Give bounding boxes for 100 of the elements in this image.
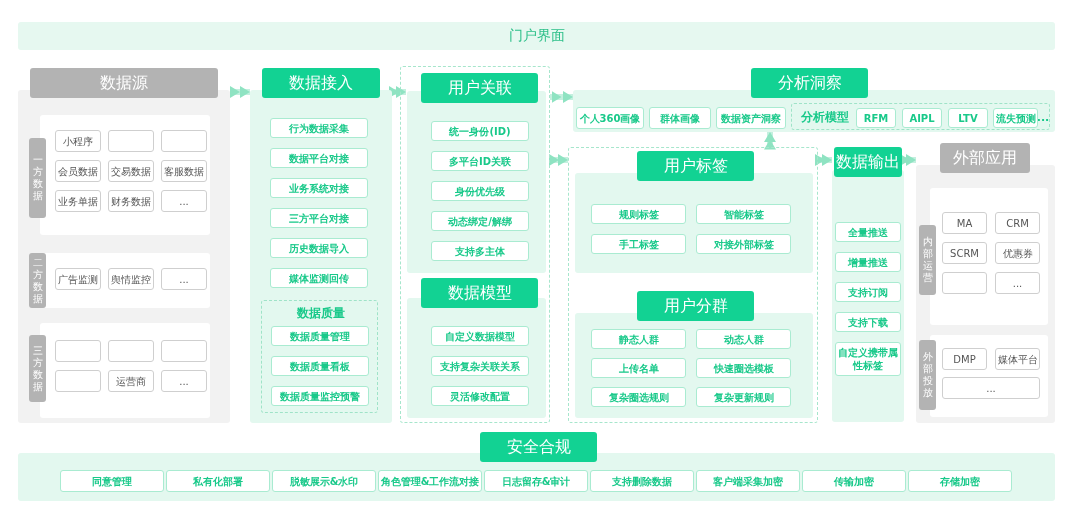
source-box: 舆情监控: [108, 268, 154, 290]
feature-box: 全量推送: [835, 222, 901, 242]
feature-box: 快速圈选模板: [696, 358, 791, 378]
source-box: [108, 340, 154, 362]
dashed-frame: [400, 66, 550, 423]
panel-heading: 外部应用: [940, 143, 1030, 173]
source-box: MA: [942, 212, 987, 234]
panel-heading: 安全合规: [480, 432, 597, 462]
group-heading: 分析模型: [800, 108, 850, 126]
source-box: [55, 370, 101, 392]
source-box: 业务单据: [55, 190, 101, 212]
side-label: 三方数据: [29, 335, 46, 402]
source-box: DMP: [942, 348, 987, 370]
source-box: ...: [161, 190, 207, 212]
feature-box: 同意管理: [60, 470, 164, 492]
portal-band: 门户界面: [18, 22, 1055, 50]
feature-box: 数据质量看板: [271, 356, 369, 376]
feature-box: 多平台ID关联: [431, 151, 529, 171]
flow-arrow: [230, 86, 250, 98]
dashed-frame: [568, 147, 818, 423]
feature-box: 规则标签: [591, 204, 686, 224]
feature-box: 个人360画像: [576, 107, 644, 129]
dashed-group: [261, 300, 378, 413]
feature-box: 支持订阅: [835, 282, 901, 302]
feature-box: 业务系统对接: [270, 178, 368, 198]
source-box: 运营商: [108, 370, 154, 392]
feature-box: 静态人群: [591, 329, 686, 349]
feature-box: 角色管理&工作流对接: [378, 470, 482, 492]
source-box: [161, 130, 207, 152]
source-box: ...: [942, 377, 1040, 399]
source-box: 客服数据: [161, 160, 207, 182]
feature-box: 媒体监测回传: [270, 268, 368, 288]
flow-arrow: [903, 154, 916, 166]
feature-box: 手工标签: [591, 234, 686, 254]
feature-box: 三方平台对接: [270, 208, 368, 228]
source-box: 交易数据: [108, 160, 154, 182]
source-box: 会员数据: [55, 160, 101, 182]
feature-box: RFM: [856, 108, 896, 128]
feature-box: 私有化部署: [166, 470, 270, 492]
source-box: [161, 340, 207, 362]
feature-box: 数据平台对接: [270, 148, 368, 168]
feature-box: 支持下载: [835, 312, 901, 332]
source-box: 优惠券: [995, 242, 1040, 264]
feature-box: 复杂圈选规则: [591, 387, 686, 407]
feature-box: 历史数据导入: [270, 238, 368, 258]
dashed-group: [791, 103, 1050, 130]
panel-heading: 数据输出: [834, 147, 902, 177]
feature-box: 身份优先级: [431, 181, 529, 201]
feature-box: 客户端采集加密: [696, 470, 800, 492]
feature-box: 流失预测: [993, 108, 1038, 128]
source-box: [108, 130, 154, 152]
side-label: 内部运营: [919, 225, 936, 295]
feature-box: 传输加密: [802, 470, 906, 492]
feature-box: 增量推送: [835, 252, 901, 272]
panel-heading: 数据接入: [262, 68, 380, 98]
source-box: [55, 340, 101, 362]
source-box: 广告监测: [55, 268, 101, 290]
feature-box: 复杂更新规则: [696, 387, 791, 407]
feature-box: 数据质量监控预警: [271, 386, 369, 406]
feature-box: 统一身份(ID): [431, 121, 529, 141]
feature-box: 日志留存&审计: [484, 470, 588, 492]
feature-box: 脱敏展示&水印: [272, 470, 376, 492]
feature-box: AIPL: [902, 108, 942, 128]
feature-box: 数据质量管理: [271, 326, 369, 346]
side-label: 外部投放: [919, 340, 936, 410]
source-box: ...: [161, 370, 207, 392]
flow-arrow: [389, 86, 406, 98]
source-box: 媒体平台: [995, 348, 1040, 370]
panel-heading: 分析洞察: [751, 68, 868, 98]
feature-box: 动态绑定/解绑: [431, 211, 529, 231]
source-box: 财务数据: [108, 190, 154, 212]
feature-box: 上传名单: [591, 358, 686, 378]
feature-box: 存储加密: [908, 470, 1012, 492]
feature-box: 支持复杂关联关系: [431, 356, 529, 376]
source-box: ...: [161, 268, 207, 290]
more-text: ...: [1037, 109, 1049, 126]
feature-box: 群体画像: [649, 107, 711, 129]
panel-heading: 用户分群: [637, 291, 754, 321]
flow-arrow: [549, 154, 568, 166]
source-box: CRM: [995, 212, 1040, 234]
source-box: SCRM: [942, 242, 987, 264]
feature-box: 自定义携带属性标签: [835, 342, 901, 376]
feature-box: 支持删除数据: [590, 470, 694, 492]
group-heading: 数据质量: [295, 304, 346, 322]
feature-box: 智能标签: [696, 204, 791, 224]
feature-box: 灵活修改配置: [431, 386, 529, 406]
source-box: [942, 272, 987, 294]
source-box: ...: [995, 272, 1040, 294]
flow-arrow: [550, 91, 573, 103]
feature-box: 自定义数据模型: [431, 326, 529, 346]
flow-arrow: [764, 132, 776, 150]
panel-heading: 用户标签: [637, 151, 754, 181]
feature-box: 数据资产洞察: [716, 107, 786, 129]
panel-heading: 数据模型: [421, 278, 538, 308]
panel-heading: 数据源: [30, 68, 218, 98]
feature-box: LTV: [948, 108, 988, 128]
source-box: 小程序: [55, 130, 101, 152]
feature-box: 行为数据采集: [270, 118, 368, 138]
feature-box: 对接外部标签: [696, 234, 791, 254]
feature-box: 支持多主体: [431, 241, 529, 261]
